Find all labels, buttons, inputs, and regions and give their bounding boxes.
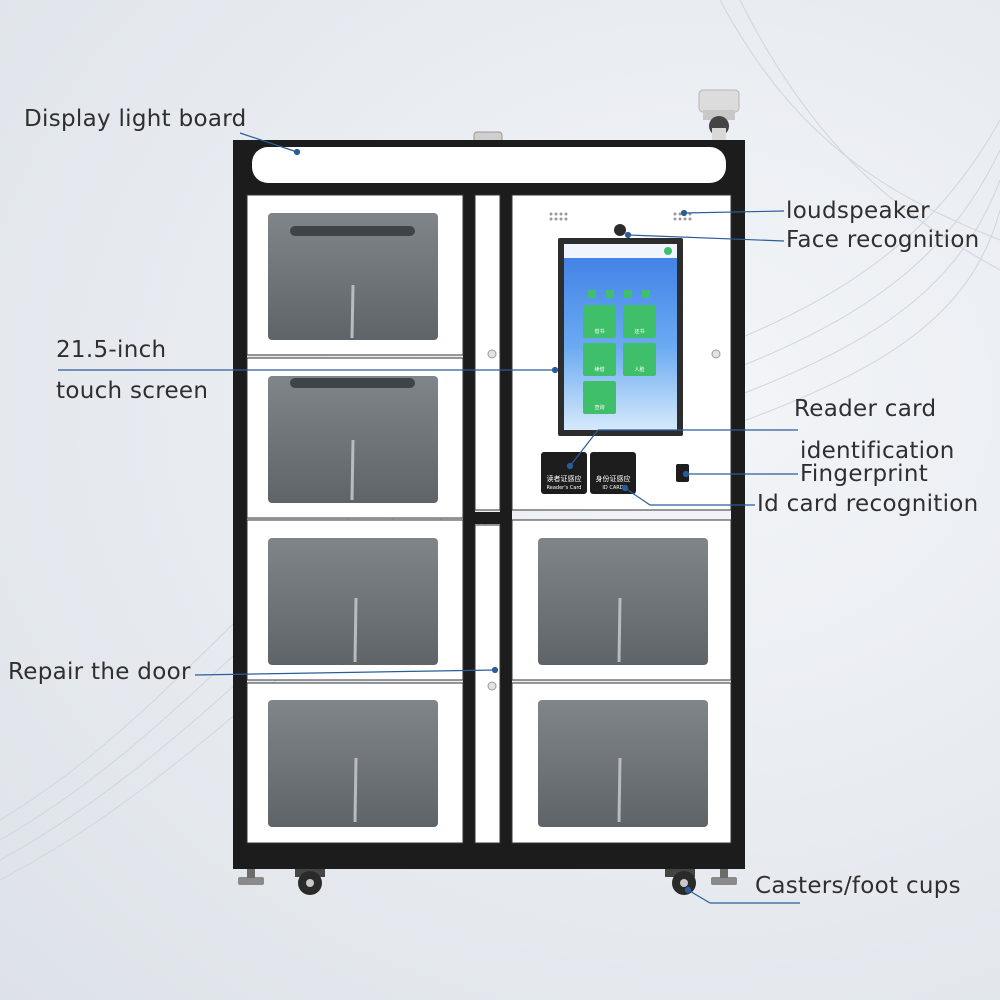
label-id-card-recognition: Id card recognition xyxy=(757,491,979,517)
camera-mount xyxy=(698,89,740,140)
reader-card-panel xyxy=(541,452,587,494)
screen-tile-label: 借书 xyxy=(594,328,604,335)
label-reader-card: Reader card xyxy=(794,396,937,422)
cabinet-frame xyxy=(233,140,745,869)
display-light-board xyxy=(252,147,726,183)
screen-tile-label: 续借 xyxy=(594,366,604,373)
label-casters: Casters/foot cups xyxy=(755,873,961,899)
screen-tile-label: 人脸 xyxy=(634,366,644,373)
reader-card-en: Reader's Card xyxy=(547,485,582,491)
id-card-en: ID CARD xyxy=(602,485,623,491)
label-face-recognition: Face recognition xyxy=(786,227,980,253)
id-card-panel xyxy=(590,452,636,494)
label-loudspeaker: loudspeaker xyxy=(786,198,930,224)
control-panel: 借书 还书 续借 人脸 查询 读者证感应 Reader's Card 身份证感应… xyxy=(511,194,732,511)
screen-tile-label: 还书 xyxy=(634,328,644,335)
left-doors xyxy=(246,194,464,844)
screen-tile-label: 查询 xyxy=(594,404,604,411)
fingerprint-sensor xyxy=(676,464,689,482)
speaker-grille xyxy=(549,212,692,221)
label-fingerprint: Fingerprint xyxy=(800,461,929,487)
label-touch-screen: touch screen xyxy=(56,378,209,404)
label-display-light-board: Display light board xyxy=(24,106,247,132)
touch-screen xyxy=(564,244,677,430)
leader-lines xyxy=(58,132,800,904)
label-reader-card-identification: identification xyxy=(800,438,955,464)
right-doors xyxy=(511,519,732,844)
id-card-cn: 身份证感应 xyxy=(596,474,631,483)
label-repair-door: Repair the door xyxy=(8,659,191,685)
repair-door xyxy=(474,194,501,844)
label-touch-screen-size: 21.5-inch xyxy=(56,337,167,363)
casters xyxy=(238,869,737,895)
reader-card-cn: 读者证感应 xyxy=(547,474,582,483)
screen-tiles: 借书 还书 续借 人脸 查询 xyxy=(583,305,656,414)
face-camera xyxy=(614,224,626,236)
